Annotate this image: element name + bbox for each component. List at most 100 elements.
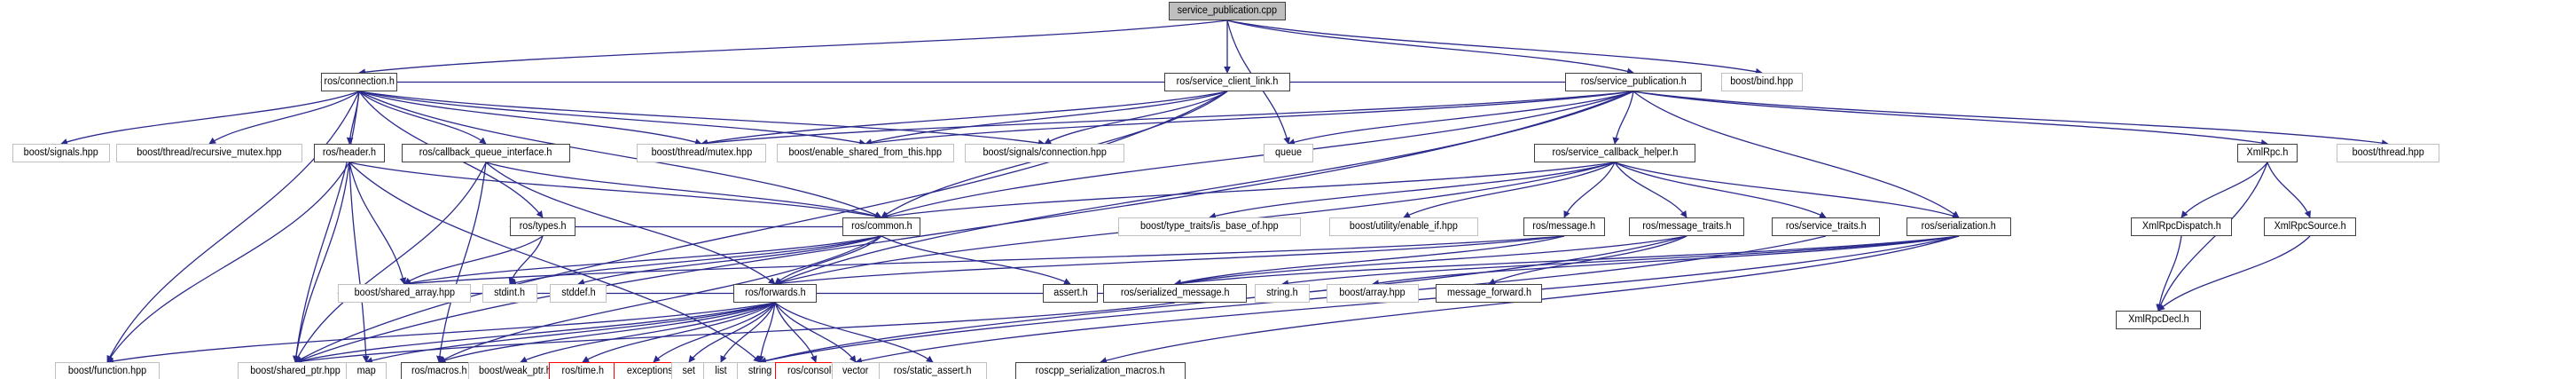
graph-node-label: XmlRpcDecl.h (2127, 313, 2189, 325)
graph-edge (720, 302, 776, 363)
graph-node-rmut[interactable]: boost/thread/recursive_mutex.hpp (116, 144, 302, 162)
graph-node-time[interactable]: ros/time.h (549, 362, 616, 379)
graph-node-func[interactable]: boost/function.hpp (55, 362, 160, 379)
graph-node-sigc[interactable]: boost/signals/connection.hpp (965, 144, 1124, 162)
graph-node-cqi[interactable]: ros/callback_queue_interface.h (402, 144, 570, 162)
graph-node-xdec[interactable]: XmlRpcDecl.h (2116, 311, 2201, 329)
graph-node-comm[interactable]: ros/common.h (842, 217, 920, 236)
graph-node-fwd[interactable]: ros/forwards.h (733, 284, 817, 303)
graph-edge (520, 302, 776, 363)
graph-node-queue[interactable]: queue (1264, 144, 1313, 162)
graph-node-ser[interactable]: ros/serialization.h (1907, 217, 2011, 236)
graph-node-strh[interactable]: string.h (1255, 284, 1310, 303)
graph-node-sass[interactable]: ros/static_assert.h (879, 362, 987, 379)
graph-node-label: roscpp_serialization_macros.h (1035, 365, 1165, 376)
graph-edge (653, 302, 776, 363)
graph-edge (1612, 91, 1634, 145)
graph-node-hdr[interactable]: ros/header.h (314, 144, 385, 162)
graph-node-mtr[interactable]: ros/message_traits.h (1629, 217, 1744, 236)
graph-edge (1281, 235, 1960, 287)
graph-edge (346, 91, 360, 145)
graph-edge (403, 235, 544, 285)
graph-edge (1633, 91, 2389, 146)
graph-node-asrt[interactable]: assert.h (1043, 284, 1098, 303)
graph-node-label: boost/array.hpp (1339, 287, 1406, 298)
graph-node-label: ros/time.h (561, 365, 604, 376)
graph-node-mut[interactable]: boost/thread/mutex.hpp (637, 144, 766, 162)
graph-node-rmac[interactable]: roscpp_serialization_macros.h (1015, 362, 1186, 379)
graph-edge (358, 91, 1045, 146)
graph-node-label: ros/message_traits.h (1641, 220, 1732, 232)
graph-node-sig[interactable]: boost/signals.hpp (12, 144, 110, 162)
graph-edge (358, 91, 702, 146)
graph-edge (435, 162, 487, 363)
graph-node-types[interactable]: ros/types.h (510, 217, 575, 236)
graph-edge (1563, 162, 1616, 218)
graph-node-mfwd[interactable]: message_forward.h (1436, 284, 1542, 303)
graph-node-macr[interactable]: ros/macros.h (401, 362, 477, 379)
graph-node-label: exceptions.h (626, 365, 681, 376)
graph-node-label: ros/forwards.h (744, 287, 806, 298)
graph-node-label: ros/service_client_link.h (1176, 75, 1279, 87)
graph-edge (1209, 162, 1616, 220)
graph-node-map[interactable]: map (346, 362, 387, 379)
graph-edge (774, 302, 934, 363)
graph-edge (403, 235, 882, 287)
graph-edge (348, 162, 370, 363)
graph-edge (106, 302, 776, 365)
graph-node-label: boost/type_traits/is_base_of.hpp (1140, 220, 1279, 232)
graph-edge (582, 302, 776, 363)
graph-node-esft[interactable]: boost/enable_shared_from_this.hpp (777, 144, 954, 162)
graph-node-sptr[interactable]: boost/shared_ptr.hpp (238, 362, 353, 379)
graph-node-label: ros/static_assert.h (894, 365, 972, 376)
graph-node-label: boost/utility/enable_if.hpp (1349, 220, 1458, 232)
graph-node-sp[interactable]: ros/service_publication.h (1565, 73, 1702, 91)
graph-node-bind[interactable]: boost/bind.hpp (1721, 73, 1803, 91)
graph-node-str[interactable]: ros/service_traits.h (1772, 217, 1880, 236)
graph-node-xsrc[interactable]: XmlRpcSource.h (2264, 217, 2356, 236)
graph-node-label: boost/enable_shared_from_this.hpp (788, 146, 943, 158)
graph-node-sdef[interactable]: stddef.h (550, 284, 607, 303)
graph-node-sarr[interactable]: boost/shared_array.hpp (338, 284, 471, 303)
graph-edge (881, 235, 1071, 285)
graph-node-label: boost/shared_array.hpp (354, 287, 455, 298)
graph-node-xrpc[interactable]: XmlRpc.h (2237, 144, 2298, 162)
graph-node-enif[interactable]: boost/utility/enable_if.hpp (1329, 217, 1478, 236)
graph-edge (1403, 162, 1616, 218)
graph-node-label: ros/header.h (322, 146, 377, 158)
graph-edge (208, 91, 360, 145)
graph-edge (2157, 235, 2311, 312)
graph-edge (1174, 235, 1565, 287)
graph-node-label: boost/thread.hpp (2352, 146, 2424, 158)
graph-edge (106, 91, 360, 363)
graph-edge (774, 235, 882, 285)
graph-edge (1614, 162, 1827, 218)
graph-node-label: vector (842, 365, 869, 376)
graph-node-scl[interactable]: ros/service_client_link.h (1164, 73, 1290, 91)
graph-node-bth[interactable]: boost/thread.hpp (2337, 144, 2439, 162)
graph-node-sint[interactable]: stdint.h (482, 284, 537, 303)
graph-node-list[interactable]: list (703, 362, 739, 379)
graph-edge (865, 91, 1634, 146)
graph-node-smsg[interactable]: ros/serialized_message.h (1103, 284, 1247, 303)
graph-node-xdis[interactable]: XmlRpcDispatch.h (2131, 217, 2232, 236)
graph-node-isbo[interactable]: boost/type_traits/is_base_of.hpp (1118, 217, 1301, 236)
graph-node-label: service_publication.cpp (1177, 4, 1278, 16)
graph-node-root[interactable]: service_publication.cpp (1169, 2, 1286, 20)
graph-edge (774, 235, 1565, 288)
graph-edge (1226, 20, 1634, 75)
graph-edge (294, 162, 487, 363)
graph-node-set[interactable]: set (671, 362, 707, 379)
graph-edge (1614, 162, 1687, 218)
graph-node-label: assert.h (1053, 287, 1088, 298)
graph-node-msg[interactable]: ros/message.h (1523, 217, 1605, 236)
graph-node-conn[interactable]: ros/connection.h (321, 73, 397, 91)
graph-edge (358, 91, 487, 145)
graph-node-label: boost/signals/connection.hpp (983, 146, 1107, 158)
graph-node-barr[interactable]: boost/array.hpp (1327, 284, 1419, 303)
graph-node-vec[interactable]: vector (832, 362, 880, 379)
graph-node-label: XmlRpcSource.h (2274, 220, 2346, 232)
graph-node-sch[interactable]: ros/service_callback_helper.h (1534, 144, 1695, 162)
graph-edge (2157, 162, 2268, 312)
graph-edge (438, 302, 776, 364)
